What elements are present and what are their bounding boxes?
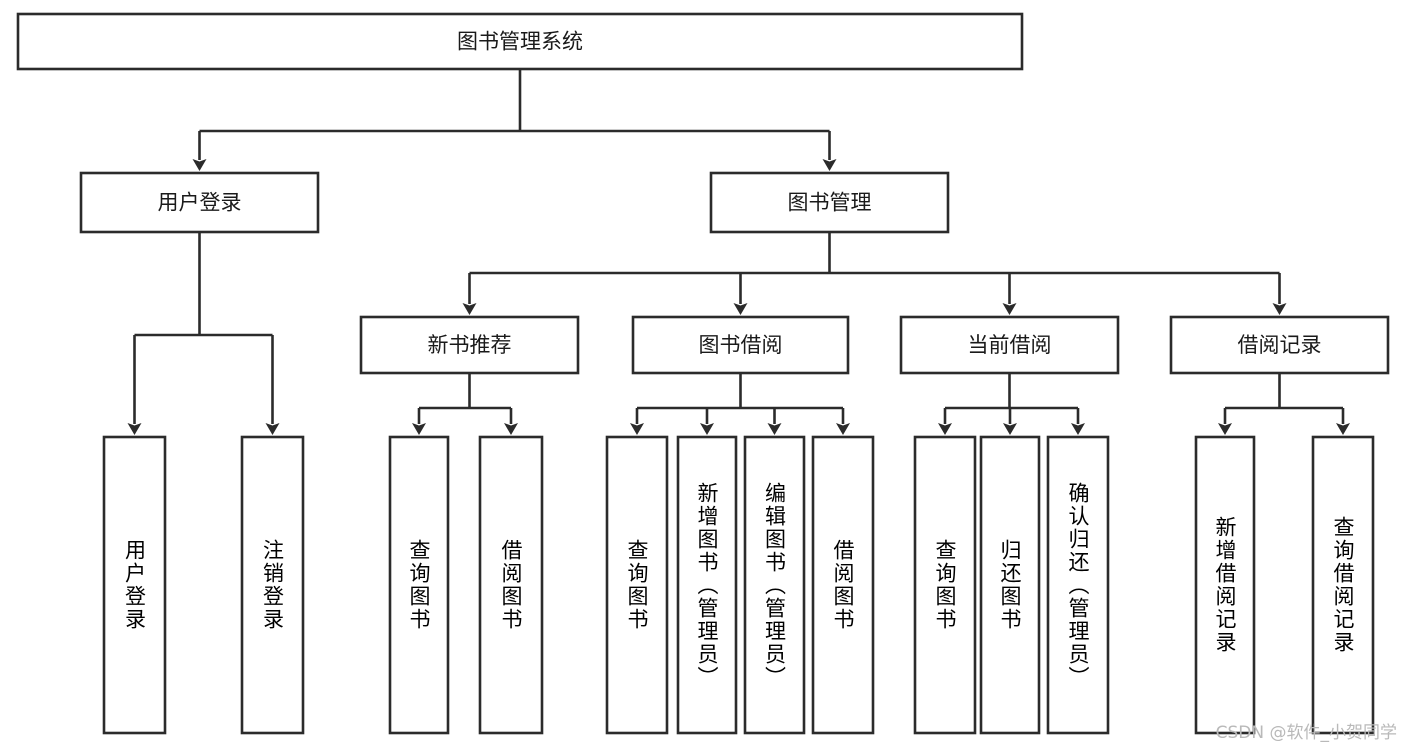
- node-label-wrap: 查询借阅记录: [1331, 516, 1355, 654]
- node-leaf-borrow-book: 借阅图书: [811, 435, 875, 735]
- node-label: 用户登录: [158, 191, 242, 215]
- node-rect: [1194, 435, 1256, 735]
- node-user-login: 用户登录: [79, 171, 320, 234]
- node-label: 用户登录: [122, 539, 147, 631]
- node-rect: [1169, 315, 1390, 375]
- node-leaf-query-book-current: 查询图书: [913, 435, 977, 735]
- node-rect: [359, 315, 580, 375]
- node-root: 图书管理系统: [16, 12, 1024, 71]
- node-label-wrap: 确认归还（管理员）: [1066, 481, 1090, 689]
- node-label-wrap: 查询图书: [625, 539, 649, 631]
- node-label: 归还图书: [998, 539, 1022, 631]
- node-label: 查询图书: [933, 539, 957, 631]
- node-label-wrap: 新增图书（管理员）: [695, 481, 719, 689]
- node-new-book-recommend: 新书推荐: [359, 315, 580, 375]
- node-leaf-add-borrow-record: 新增借阅记录: [1194, 435, 1256, 735]
- connector-lines: [127, 69, 1350, 435]
- node-label: 借阅图书: [499, 539, 523, 631]
- node-label-wrap: 查询图书: [407, 539, 431, 631]
- node-label: 当前借阅: [968, 333, 1052, 357]
- node-leaf-edit-book-admin: 编辑图书（管理员）: [743, 435, 806, 735]
- node-leaf-logout-login: 注销登录: [240, 435, 305, 735]
- node-rect: [709, 171, 950, 234]
- node-boxes: 图书管理系统用户登录图书管理新书推荐图书借阅当前借阅借阅记录用户登录注销登录查询…: [16, 12, 1390, 735]
- node-rect: [1311, 435, 1375, 735]
- csdn-watermark: CSDN @软件_小贺同学: [1215, 723, 1397, 743]
- node-current-borrow: 当前借阅: [899, 315, 1120, 375]
- node-label-wrap: 借阅图书: [499, 539, 523, 631]
- node-label-wrap: 查询图书: [933, 539, 957, 631]
- node-label: 查询图书: [625, 539, 649, 631]
- node-leaf-borrow-book-recommend: 借阅图书: [478, 435, 544, 735]
- node-rect: [102, 435, 167, 735]
- node-label: 新增借阅记录: [1213, 516, 1237, 654]
- node-rect: [979, 435, 1041, 735]
- node-label-wrap: 新增借阅记录: [1213, 516, 1237, 654]
- node-leaf-query-book-borrow: 查询图书: [605, 435, 669, 735]
- node-rect: [388, 435, 450, 735]
- node-leaf-user-login: 用户登录: [102, 435, 167, 735]
- node-rect: [899, 315, 1120, 375]
- node-borrow-record: 借阅记录: [1169, 315, 1390, 375]
- node-label-wrap: 编辑图书（管理员）: [762, 481, 787, 689]
- node-label: 新增图书（管理员）: [695, 481, 719, 689]
- node-rect: [240, 435, 305, 735]
- node-label: 编辑图书（管理员）: [762, 481, 787, 689]
- node-label: 借阅图书: [831, 539, 855, 631]
- node-label: 新书推荐: [428, 333, 512, 357]
- node-label: 借阅记录: [1238, 333, 1322, 357]
- node-label: 图书管理系统: [457, 30, 583, 54]
- node-label-wrap: 借阅图书: [831, 539, 855, 631]
- node-leaf-return-book: 归还图书: [979, 435, 1041, 735]
- node-label-wrap: 用户登录: [122, 539, 147, 631]
- node-label: 图书借阅: [699, 333, 783, 357]
- node-rect: [1046, 435, 1110, 735]
- node-label-wrap: 注销登录: [260, 539, 285, 631]
- node-rect: [16, 12, 1024, 71]
- node-rect: [913, 435, 977, 735]
- node-rect: [605, 435, 669, 735]
- node-book-management: 图书管理: [709, 171, 950, 234]
- node-leaf-add-book-admin: 新增图书（管理员）: [676, 435, 738, 735]
- node-label-wrap: 归还图书: [998, 539, 1022, 631]
- node-label: 图书管理: [788, 191, 872, 215]
- node-label: 查询图书: [407, 539, 431, 631]
- node-book-borrow: 图书借阅: [631, 315, 850, 375]
- node-rect: [676, 435, 738, 735]
- node-leaf-confirm-return-admin: 确认归还（管理员）: [1046, 435, 1110, 735]
- node-leaf-query-borrow-record: 查询借阅记录: [1311, 435, 1375, 735]
- node-label: 注销登录: [260, 539, 285, 631]
- node-label: 确认归还（管理员）: [1066, 481, 1090, 689]
- node-rect: [631, 315, 850, 375]
- node-rect: [478, 435, 544, 735]
- node-rect: [811, 435, 875, 735]
- node-leaf-query-book-recommend: 查询图书: [388, 435, 450, 735]
- node-label: 查询借阅记录: [1331, 516, 1355, 654]
- node-rect: [743, 435, 806, 735]
- node-rect: [79, 171, 320, 234]
